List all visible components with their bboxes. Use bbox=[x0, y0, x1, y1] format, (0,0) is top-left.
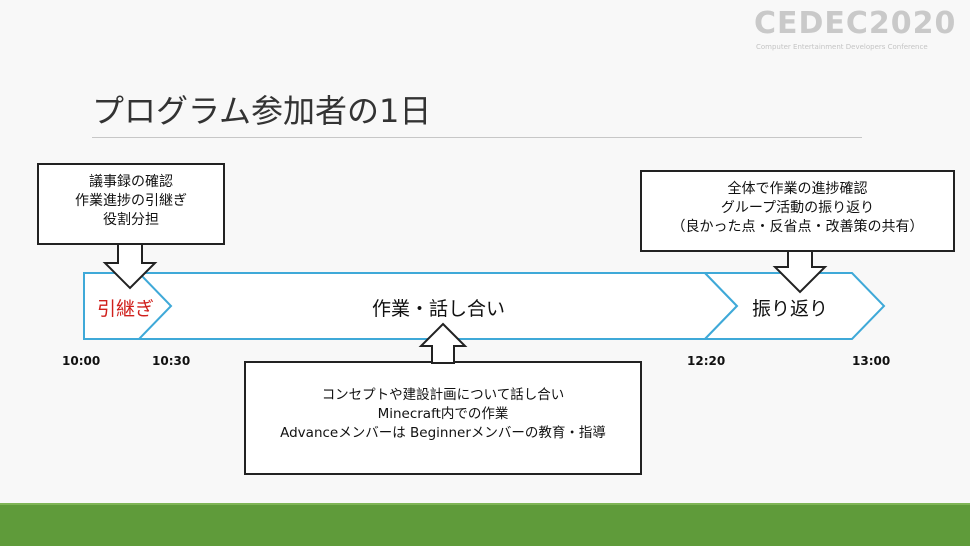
callout-line: グループ活動の振り返り bbox=[720, 200, 875, 216]
cedec-logo: CEDEC2020 Computer Entertainment Develop… bbox=[754, 6, 957, 56]
callout-handover-text: 議事録の確認 作業進捗の引継ぎ 役割分担 bbox=[38, 173, 224, 230]
title-divider bbox=[92, 137, 862, 138]
time-label-end: 13:00 bbox=[852, 354, 891, 368]
slide-title: プログラム参加者の1日 bbox=[92, 92, 432, 130]
callout-line: Advanceメンバーは Beginnerメンバーの教育・指導 bbox=[280, 425, 606, 441]
review-down-arrow bbox=[772, 250, 828, 294]
callout-line: コンセプトや建設計画について話し合い bbox=[321, 387, 565, 403]
time-label-handover-end: 10:30 bbox=[152, 354, 191, 368]
logo-text: CEDEC2020 bbox=[754, 6, 957, 41]
handover-down-arrow bbox=[102, 243, 158, 290]
callout-line: 議事録の確認 bbox=[89, 174, 173, 190]
segment-handover-label: 引継ぎ bbox=[97, 298, 155, 320]
work-up-arrow bbox=[418, 322, 468, 364]
footer-highlight bbox=[0, 503, 970, 506]
segment-work-label: 作業・話し合い bbox=[372, 298, 506, 320]
segment-review-arrow bbox=[702, 272, 886, 340]
footer-bar bbox=[0, 505, 970, 546]
time-label-start: 10:00 bbox=[62, 354, 101, 368]
callout-line: 役割分担 bbox=[103, 212, 159, 228]
callout-line: Minecraft内での作業 bbox=[377, 406, 509, 422]
callout-line: 作業進捗の引継ぎ bbox=[75, 193, 187, 209]
logo-subtitle: Computer Entertainment Developers Confer… bbox=[756, 43, 928, 51]
callout-review-text: 全体で作業の進捗確認 グループ活動の振り返り （良かった点・反省点・改善策の共有… bbox=[641, 180, 954, 237]
callout-work-box bbox=[244, 361, 642, 475]
callout-line: 全体で作業の進捗確認 bbox=[727, 181, 868, 197]
callout-line: （良かった点・反省点・改善策の共有） bbox=[671, 219, 924, 235]
segment-review-label: 振り返り bbox=[752, 298, 829, 320]
time-label-work-end: 12:20 bbox=[687, 354, 726, 368]
callout-work-text: コンセプトや建設計画について話し合い Minecraft内での作業 Advanc… bbox=[245, 386, 641, 443]
